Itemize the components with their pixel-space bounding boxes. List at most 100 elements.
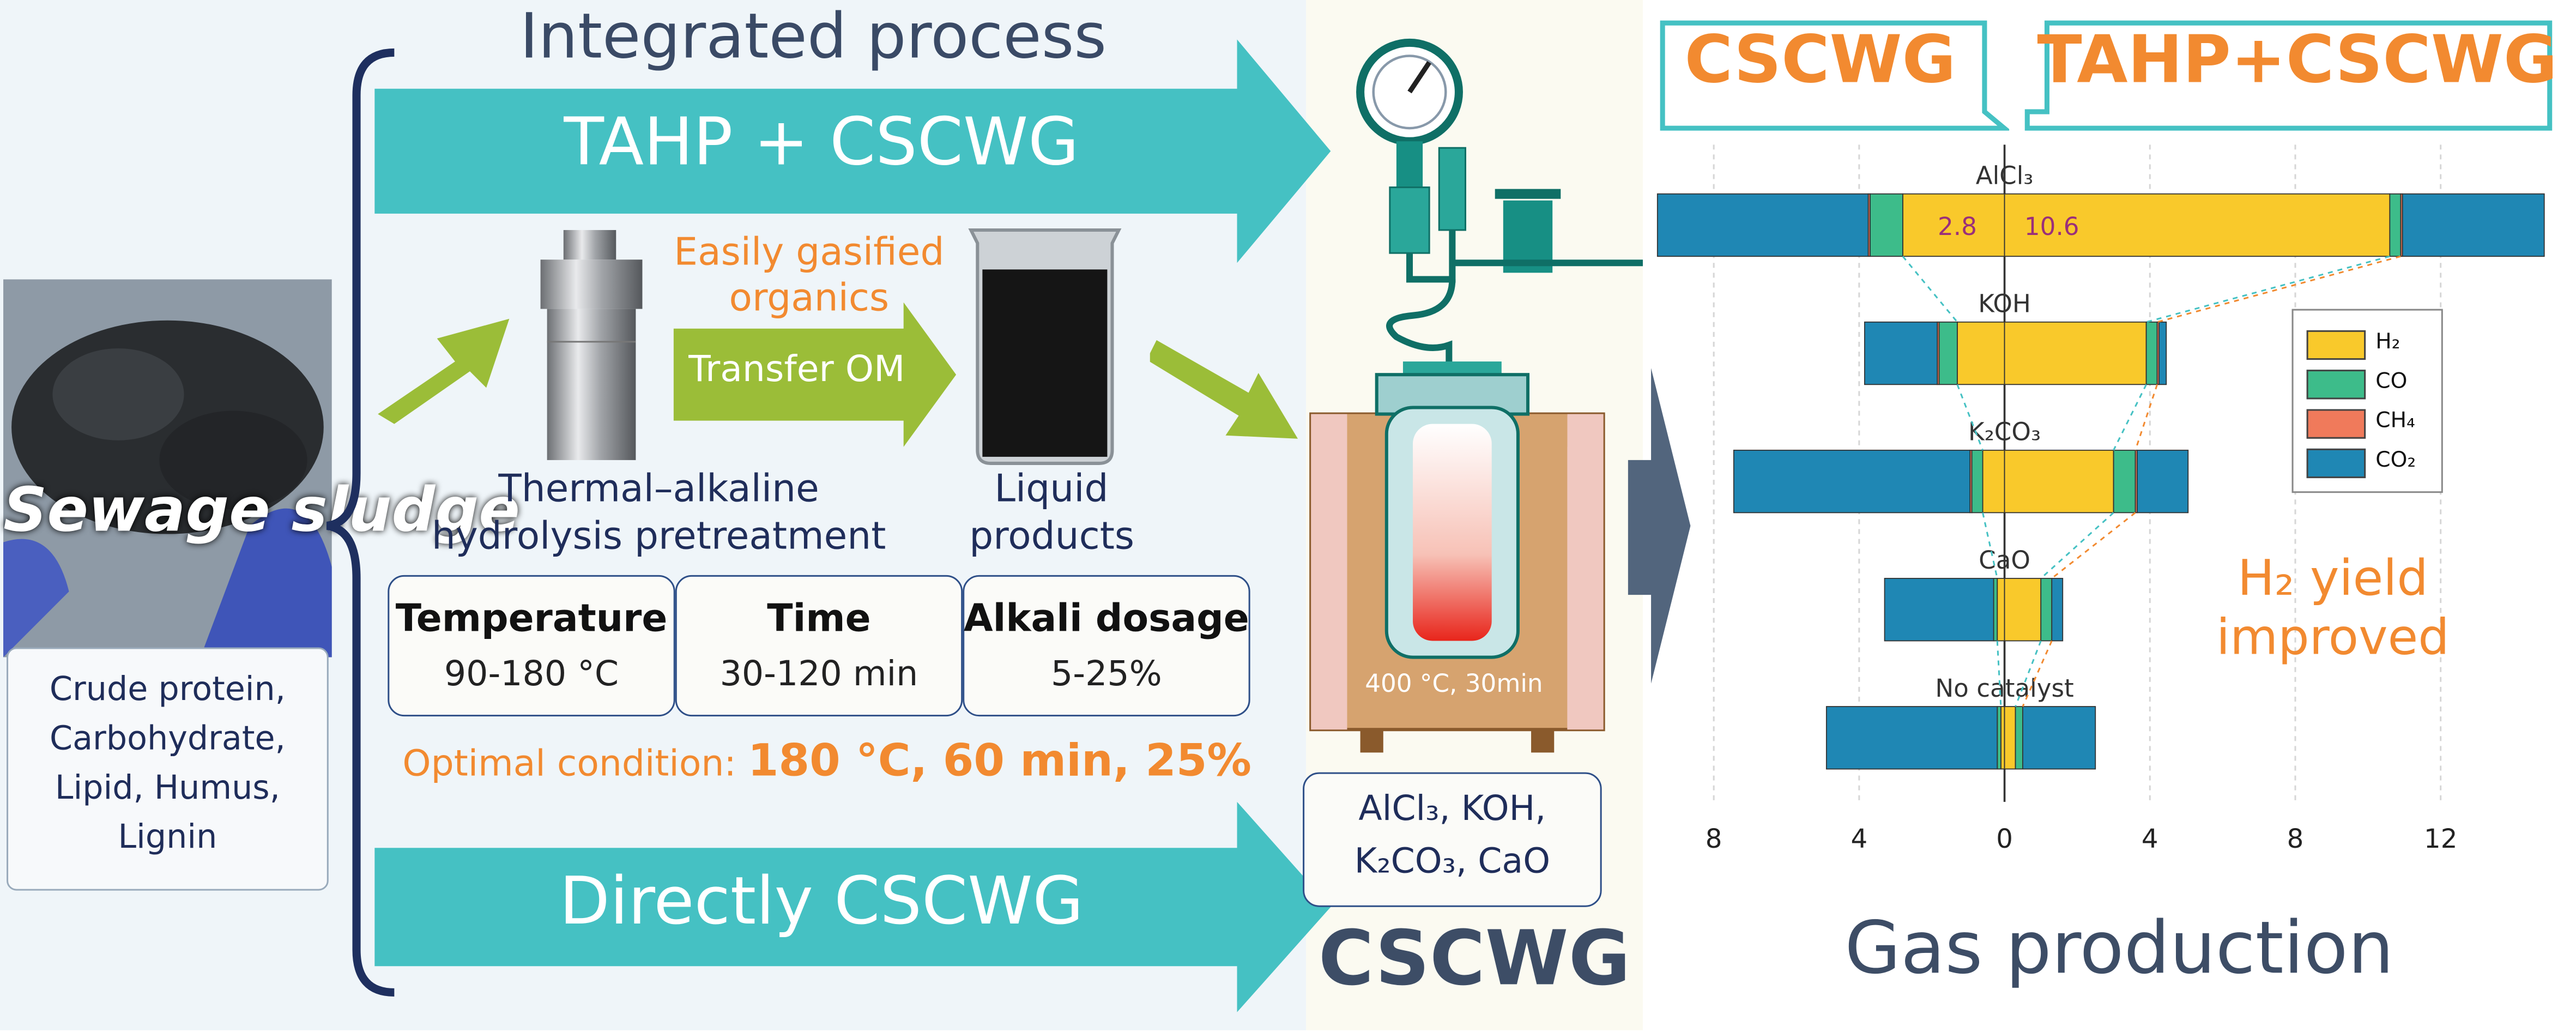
bar-segment-right-co2 [2051, 578, 2064, 642]
result-arrow [1628, 368, 1691, 684]
tahp-cscwg-label: TAHP + CSCWG [564, 105, 1079, 181]
optimal-value: 180 °C, 60 min, 25% [747, 736, 1252, 787]
liquid-products-beaker [968, 228, 1122, 465]
bar-data-label: 10.6 [2024, 212, 2079, 241]
pretreatment-label: Thermal–alkaline hydrolysis pretreatment [431, 468, 886, 559]
gasified-organics-label: Easily gasified organics [674, 231, 945, 321]
sludge-photo [3, 279, 332, 657]
bar-segment-left-co [1971, 449, 1984, 514]
bar-segment-left-h2 [2000, 706, 2005, 770]
connector-orange [2157, 255, 2401, 323]
bar-segment-left-co [1869, 193, 1903, 257]
olive-arrow-out [1150, 340, 1298, 439]
integrated-process-title: Integrated process [519, 0, 1107, 73]
bar-segment-right-h2 [2004, 321, 2147, 385]
time-box [675, 575, 963, 717]
bar-segment-left-co [1938, 321, 1958, 385]
direct-cscwg-arrow [374, 801, 1331, 1012]
tahp-cscwg-arrow [374, 39, 1331, 263]
legend-label-co: CO [2375, 370, 2408, 395]
transfer-label: Transfer OM [688, 349, 905, 391]
bar-segment-left-co [1997, 706, 2001, 770]
bar-data-label: 2.8 [1938, 212, 1977, 241]
legend-swatch-co2 [2306, 448, 2366, 479]
right-panel-background [1643, 0, 2576, 1030]
bar-segment-right-co [2389, 193, 2402, 257]
legend-label-h2: H₂ [2375, 330, 2400, 355]
connector-right [2015, 640, 2042, 707]
components-box [7, 647, 329, 891]
bar-segment-left-co2 [1864, 321, 1938, 385]
catalyst-line1: AlCl₃, KOH, [1358, 788, 1546, 829]
x-tick-label: 0 [1996, 824, 2013, 854]
bar-segment-right-h2 [2004, 449, 2114, 514]
bar-category-label: No catalyst [1935, 674, 2073, 703]
tahp-tag: TAHP+CSCWG [2037, 23, 2557, 99]
components-text: Crude protein, Carbohydrate, Lipid, Humu… [49, 668, 286, 856]
x-tick-label: 4 [1851, 824, 1868, 854]
connector-right [2113, 384, 2147, 451]
cscwg-tag: CSCWG [1684, 23, 1956, 99]
bar-segment-right-co [2113, 449, 2136, 514]
bar-segment-left-co2 [1656, 193, 1869, 257]
bar-segment-left-co [1993, 578, 1998, 642]
connector-orange [2134, 384, 2158, 451]
bar-segment-right-co [2015, 706, 2023, 770]
connector-right [2146, 255, 2390, 323]
bar-segment-right-co2 [2402, 193, 2545, 257]
tahp-tag-shape [2024, 20, 2553, 131]
legend-swatch-h2 [2306, 330, 2366, 360]
bar-segment-right-co2 [2022, 706, 2096, 770]
reactor-temp-label: 400 °C, 30min [1365, 668, 1543, 698]
legend-swatch-co [2306, 370, 2366, 400]
optimal-prefix: Optimal condition: [402, 744, 736, 786]
alkali-value: 5-25% [1051, 654, 1162, 693]
connector-left [1956, 384, 1984, 451]
x-tick-label: 12 [2424, 824, 2457, 854]
x-tick-label: 8 [1706, 824, 1722, 854]
temperature-value: 90-180 °C [444, 654, 619, 693]
h2-improved-line1: H₂ yield [2237, 550, 2428, 608]
bar-segment-left-h2 [1902, 193, 2005, 257]
brace [326, 48, 395, 997]
sludge-title: Sewage sludge [3, 475, 520, 546]
bar-segment-left-h2 [1956, 321, 2005, 385]
direct-cscwg-label: Directly CSCWG [559, 864, 1084, 940]
bar-segment-left-co2 [1733, 449, 1971, 514]
h2-improved-line2: improved [2216, 609, 2450, 667]
bar-segment-left-co2 [1884, 578, 1994, 642]
temperature-box [388, 575, 675, 717]
temperature-label: Temperature [395, 598, 668, 641]
connector-left [1982, 512, 1998, 579]
legend-swatch-ch4 [2306, 409, 2366, 439]
catalyst-box [1303, 772, 1602, 907]
connector-left [1902, 256, 1958, 323]
catalyst-line2: K₂CO₃, CaO [1354, 841, 1551, 881]
bar-segment-right-co [2040, 578, 2053, 642]
alkali-box [963, 575, 1250, 717]
cscwg-title: CSCWG [1318, 913, 1631, 1003]
time-value: 30-120 min [719, 654, 918, 693]
bar-segment-right-co2 [2137, 449, 2189, 514]
hydrolysis-reactor-image [540, 230, 643, 460]
bar-segment-right-co [2145, 321, 2158, 385]
bar-segment-right-h2 [2004, 578, 2042, 642]
cscwg-tag-shape [1660, 20, 2010, 131]
connector-orange [2022, 640, 2053, 707]
liquid-products-label: Liquid products [969, 468, 1135, 559]
transfer-arrow [673, 302, 957, 447]
cscwg-reactor-diagram [1309, 38, 1643, 753]
bar-segment-left-h2 [1982, 449, 2005, 514]
bar-segment-right-h2 [2004, 706, 2016, 770]
legend-label-co2: CO₂ [2375, 448, 2416, 474]
alkali-label: Alkali dosage [963, 598, 1249, 641]
bar-segment-right-co2 [2158, 321, 2167, 385]
connector-orange [2051, 512, 2136, 580]
bar-category-label: KOH [1978, 289, 2031, 318]
bar-category-label: AlCl₃ [1976, 161, 2034, 190]
bar-category-label: K₂CO₃ [1968, 418, 2041, 446]
x-tick-label: 4 [2142, 824, 2158, 854]
x-tick-label: 8 [2287, 824, 2304, 854]
